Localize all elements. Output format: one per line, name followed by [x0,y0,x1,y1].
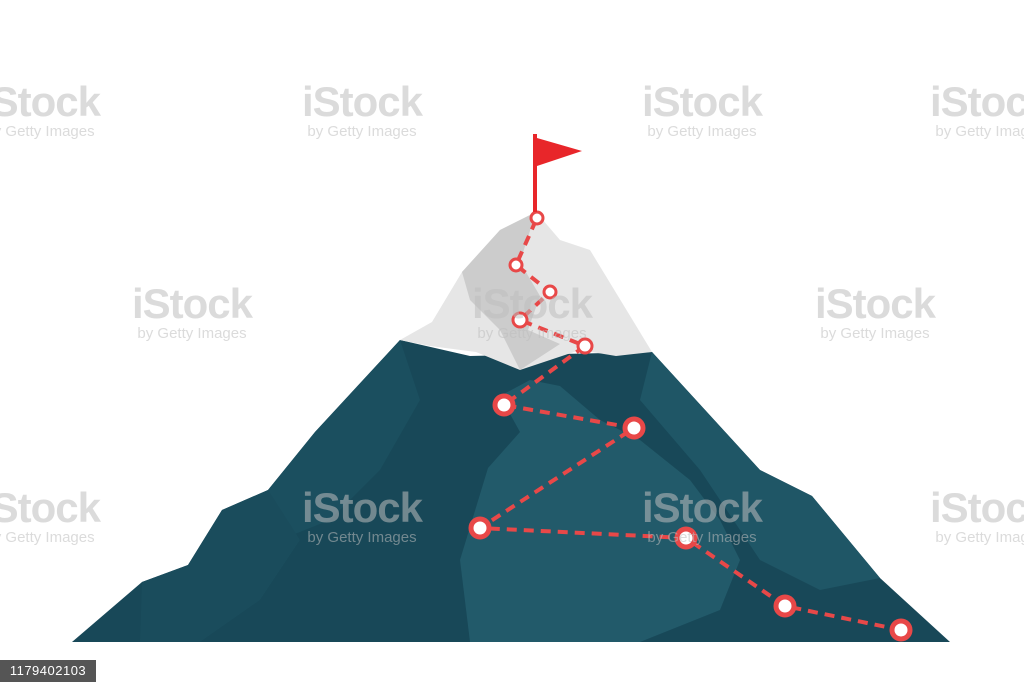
waypoint [773,594,797,618]
image-id-label: 1179402103 [0,660,96,682]
waypoint [529,210,545,226]
snow-cap-shade [462,212,560,370]
waypoint [889,618,913,642]
flag-pole [533,134,537,212]
route-waypoints-small [508,210,594,355]
route-path [473,217,902,632]
route-waypoints [468,393,913,642]
waypoint [622,416,646,440]
waypoint [674,526,698,550]
flag-icon [537,138,582,166]
waypoint [542,284,558,300]
mountain-facet [268,340,420,540]
mountain-facet [640,352,880,590]
waypoint [576,337,594,355]
mountain-facet [460,380,740,642]
mountain-facet [140,490,300,642]
waypoint [511,311,529,329]
waypoint [508,257,524,273]
waypoint [492,393,516,417]
waypoint [468,516,492,540]
